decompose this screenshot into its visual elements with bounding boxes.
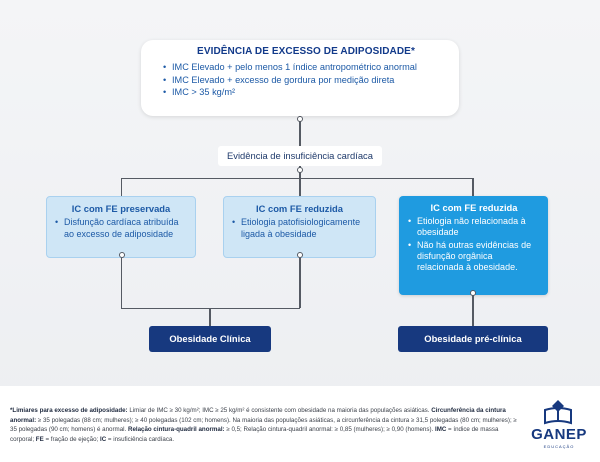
- adiposity-evidence-title: EVIDÊNCIA DE EXCESSO DE ADIPOSIDADE*: [197, 46, 415, 57]
- hfref-unrelated-title: IC com FE reduzida: [430, 202, 518, 213]
- footnote-span: = fração de ejeção;: [43, 435, 100, 443]
- footer-panel: *Limiares para excesso de adiposidade: L…: [0, 386, 600, 462]
- clinical-obesity-outcome: Obesidade Clínica: [149, 326, 271, 352]
- connector-line: [299, 178, 301, 196]
- footnote-text: *Limiares para excesso de adiposidade: L…: [10, 406, 522, 444]
- criteria-item: IMC > 35 kg/m²: [163, 86, 449, 99]
- footnote-span: Limiar de IMC ≥ 30 kg/m²; IMC ≥ 25 kg/m²…: [127, 407, 432, 414]
- footnote-span: = índice de massa corporal;: [10, 426, 499, 443]
- connector-line: [472, 178, 474, 196]
- criteria-item: IMC Elevado + pelo menos 1 índice antrop…: [163, 61, 449, 74]
- connector-node: [297, 252, 303, 258]
- connector-line: [209, 308, 211, 326]
- preclinical-obesity-outcome: Obesidade pré-clínica: [398, 326, 548, 352]
- connector-line: [472, 295, 474, 326]
- footnote-bold: IC: [99, 435, 107, 443]
- hfpef-title: IC com FE preservada: [71, 203, 171, 214]
- adiposity-criteria-list: IMC Elevado + pelo menos 1 índice antrop…: [163, 61, 449, 99]
- hfref-unrelated-box: IC com FE reduzida Etiologia não relacio…: [399, 196, 548, 295]
- connector-node: [118, 252, 125, 258]
- branch-line: [121, 178, 473, 180]
- hfpef-box: IC com FE preservada Disfunção cardíaca …: [46, 196, 196, 258]
- hfpef-item: Disfunção cardíaca atribuída ao excesso …: [55, 217, 187, 240]
- connector-line: [121, 258, 123, 308]
- footnote-bold: FE: [35, 435, 44, 443]
- ganep-logo: GANEP EDUCAÇÃO: [524, 398, 594, 456]
- connector-node: [297, 167, 303, 173]
- footnote-span: = insuficiência cardíaca.: [106, 435, 175, 443]
- footnote-bold: IMC: [434, 426, 447, 434]
- ganep-logo-icon: [544, 400, 572, 425]
- connector-line: [121, 178, 123, 196]
- connector-node: [297, 116, 303, 122]
- adiposity-evidence-box: EVIDÊNCIA DE EXCESSO DE ADIPOSIDADE* IMC…: [141, 40, 459, 116]
- ganep-logo-subtext: EDUCAÇÃO: [543, 444, 575, 449]
- connector-line: [299, 258, 301, 308]
- hfref-related-title: IC com FE reduzida: [256, 203, 343, 214]
- hfref-related-box: IC com FE reduzida Etiologia patofisiolo…: [223, 196, 376, 258]
- footnote-bold: Circunferência da cintura anormal:: [10, 407, 506, 424]
- heart-failure-evidence-label: Evidência de insuficiência cardíaca: [218, 146, 382, 166]
- ganep-logo-text: GANEP: [531, 426, 587, 443]
- hfref-related-item: Etiologia patofisiologicamente ligada à …: [232, 217, 367, 240]
- footnote-bold: Relação cintura-quadril anormal:: [127, 426, 225, 434]
- footnote-bold: *Limiares para excesso de adiposidade:: [10, 407, 128, 414]
- hfref-unrelated-item: Não há outras evidências de disfunção or…: [408, 240, 540, 274]
- connector-line: [299, 116, 301, 146]
- criteria-item: IMC Elevado + excesso de gordura por med…: [163, 74, 449, 87]
- hfref-unrelated-item: Etiologia não relacionada à obesidade: [408, 216, 540, 239]
- connector-node: [470, 290, 476, 296]
- footnote-span: ≥ 0,5; Relação cintura-quadril anormal: …: [224, 426, 435, 434]
- footnote-span: ≥ 35 polegadas (88 cm; mulheres); ≥ 40 p…: [10, 416, 517, 434]
